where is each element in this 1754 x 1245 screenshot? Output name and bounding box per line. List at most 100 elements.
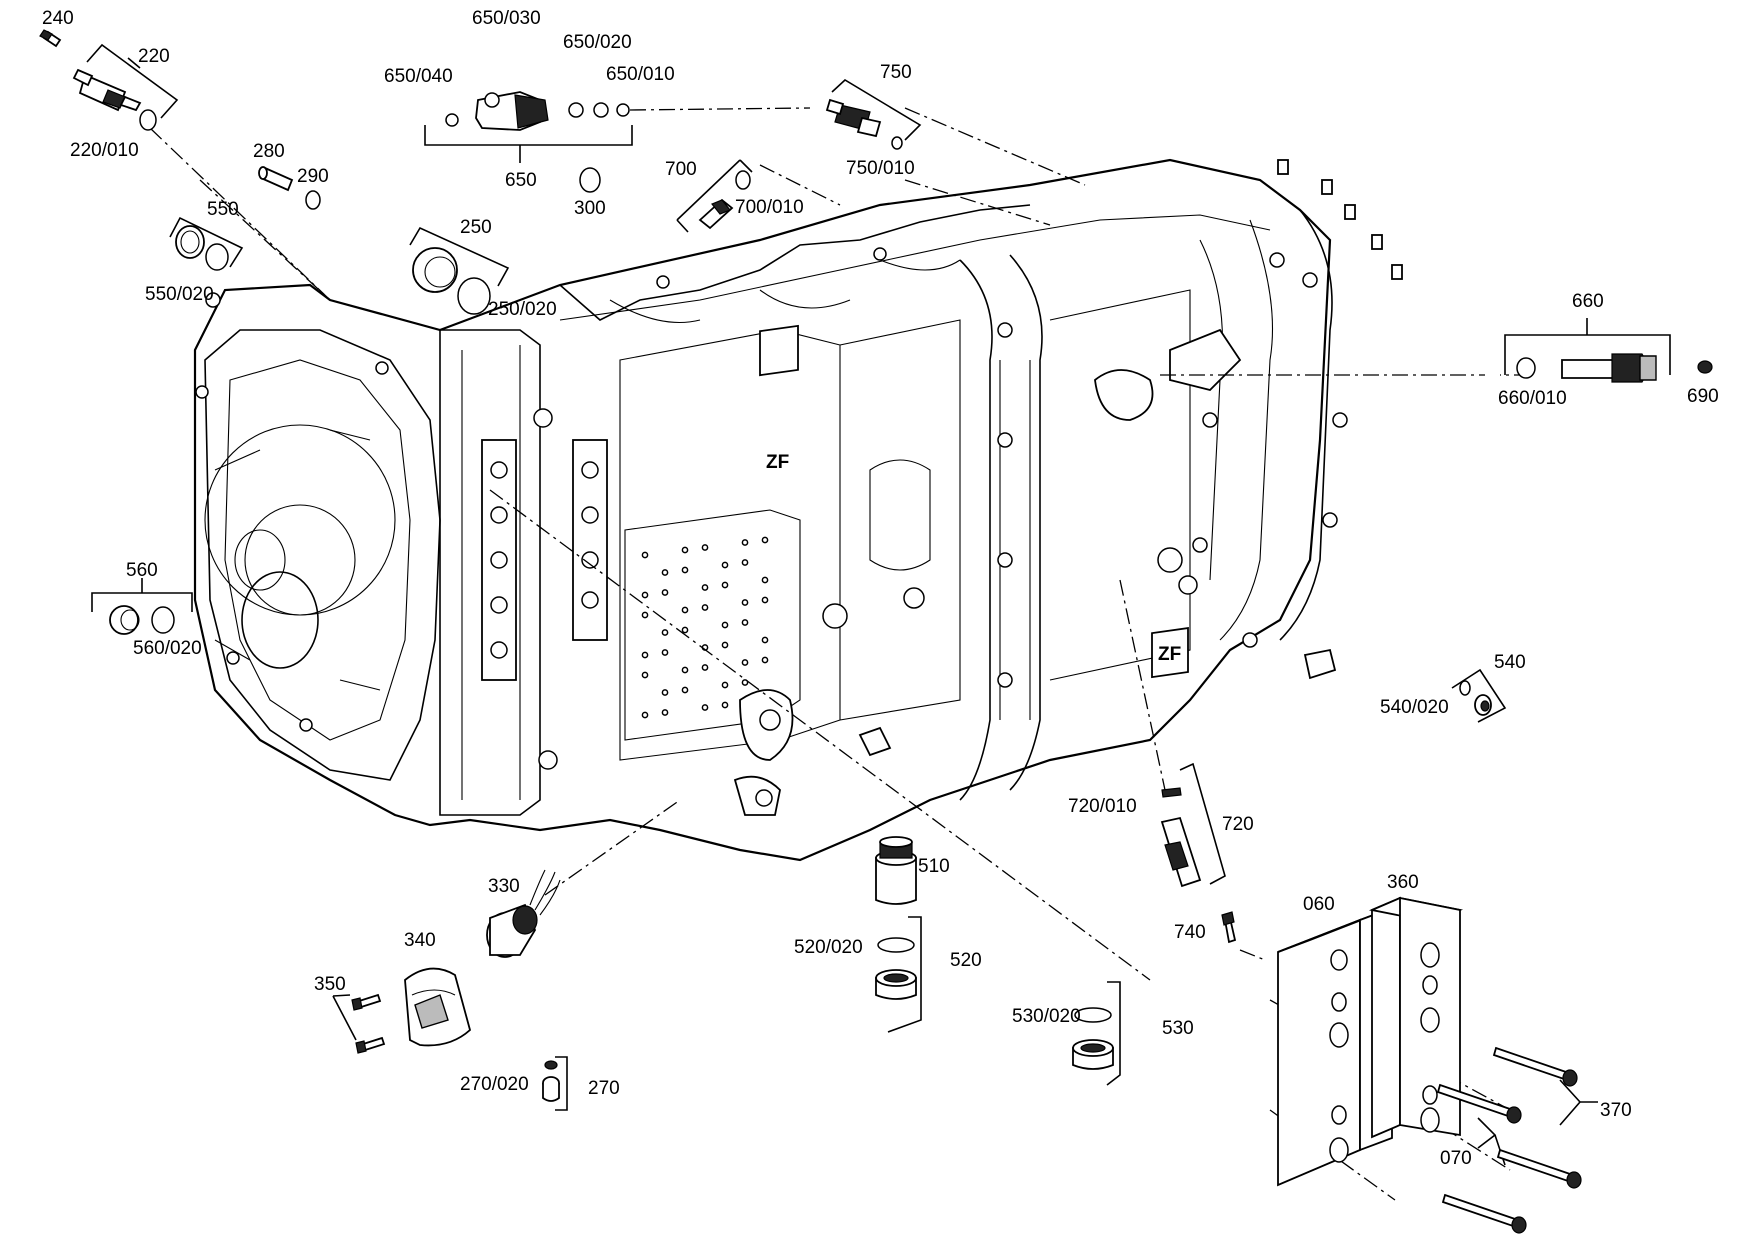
label-700-010: 700/010 (735, 197, 804, 218)
plate-hole (741, 679, 749, 686)
label-530: 530 (1162, 1018, 1194, 1039)
plate-hole (761, 576, 769, 584)
screw-240 (39, 29, 62, 48)
plate-hole (721, 641, 729, 649)
label-060: 060 (1303, 894, 1335, 915)
plate-hole (761, 656, 769, 664)
screw-350-b (355, 1036, 386, 1054)
label-520: 520 (950, 950, 982, 971)
label-270-020: 270/020 (460, 1074, 529, 1095)
plug-560 (109, 605, 140, 635)
svg-text:ZF: ZF (766, 452, 789, 473)
o-ring-290 (305, 190, 321, 210)
plate-hole (661, 649, 669, 656)
o-ring-540-020 (1459, 680, 1471, 696)
plug-690 (1697, 360, 1713, 374)
plate-hole (681, 686, 689, 694)
label-720: 720 (1222, 814, 1254, 835)
valve-650 (445, 91, 630, 131)
label-350: 350 (314, 974, 346, 995)
block-360 (1368, 896, 1464, 1139)
plate-hole (661, 709, 669, 716)
label-650: 650 (505, 170, 537, 191)
sensor-750 (825, 98, 882, 138)
plate-hole (741, 559, 749, 566)
label-540: 540 (1494, 652, 1526, 673)
plug-650-040 (445, 113, 459, 127)
o-ring-660-010 (1516, 357, 1536, 379)
label-510: 510 (918, 856, 950, 877)
seal-300 (579, 167, 601, 193)
sensor-700 (698, 198, 734, 230)
label-660-010: 660/010 (1498, 388, 1567, 409)
plate-hole (721, 621, 729, 629)
label-650-030: 650/030 (472, 8, 541, 29)
plate-hole (761, 636, 769, 644)
label-300: 300 (574, 198, 606, 219)
label-360: 360 (1387, 872, 1419, 893)
plate-hole (721, 681, 729, 689)
label-270: 270 (588, 1078, 620, 1099)
label-290: 290 (297, 166, 329, 187)
plug-250 (412, 247, 458, 293)
plate-hole (701, 604, 709, 611)
plate-hole (661, 569, 669, 576)
label-220: 220 (138, 46, 170, 67)
clamp-340 (404, 967, 472, 1047)
label-650-040: 650/040 (384, 66, 453, 87)
plate-hole (641, 611, 649, 619)
plate-hole (741, 539, 749, 546)
plate-hole (641, 651, 649, 659)
brackets (86, 43, 1671, 1166)
plate-hole (661, 629, 669, 636)
bolt-070-a (1436, 1083, 1522, 1124)
plug-540 (1474, 694, 1492, 716)
label-720-010: 720/010 (1068, 796, 1137, 817)
plug-530 (1072, 1039, 1114, 1070)
plate-hole (701, 584, 709, 591)
label-540-020: 540/020 (1380, 697, 1449, 718)
label-250-020: 250/020 (488, 299, 557, 320)
plate-hole (681, 606, 689, 614)
label-070: 070 (1440, 1148, 1472, 1169)
plate-hole (681, 546, 689, 554)
bolt-370-b (1496, 1148, 1582, 1189)
plate-hole (641, 671, 649, 679)
label-750: 750 (880, 62, 912, 83)
plate-hole (721, 581, 729, 589)
label-650-020: 650/020 (563, 32, 632, 53)
plate-hole (701, 664, 709, 671)
o-ring-550-020 (205, 243, 229, 271)
label-330: 330 (488, 876, 520, 897)
o-ring-220-010 (139, 109, 157, 131)
pin-280 (258, 166, 294, 192)
plate-hole (661, 689, 669, 696)
plate-hole (721, 701, 729, 709)
label-530-020: 530/020 (1012, 1006, 1081, 1027)
label-690: 690 (1687, 386, 1719, 407)
plate-hole (641, 591, 649, 599)
bolt-070-b (1441, 1193, 1527, 1234)
o-ring-750-010 (891, 136, 903, 150)
svg-text:ZF: ZF (1158, 644, 1181, 665)
plate-hole (701, 704, 709, 711)
o-ring-270-020 (544, 1060, 558, 1070)
cap-510 (875, 836, 917, 905)
o-ring-250-020 (457, 277, 491, 315)
plate-hole (721, 561, 729, 569)
o-ring-650-010 (616, 103, 630, 117)
part-labels: 240 220 220/010 650/030 650/020 650/040 … (42, 8, 1719, 1169)
label-250: 250 (460, 217, 492, 238)
label-240: 240 (42, 8, 74, 29)
o-ring-720-010 (1161, 787, 1182, 798)
label-560-020: 560/020 (133, 638, 202, 659)
label-520-020: 520/020 (794, 937, 863, 958)
sensor-220 (72, 68, 142, 112)
plate-hole (681, 566, 689, 574)
o-ring-650-020 (593, 102, 609, 118)
label-750-010: 750/010 (846, 158, 915, 179)
plate-hole (641, 551, 649, 559)
valve-plate (624, 509, 801, 741)
plate-hole (661, 589, 669, 596)
